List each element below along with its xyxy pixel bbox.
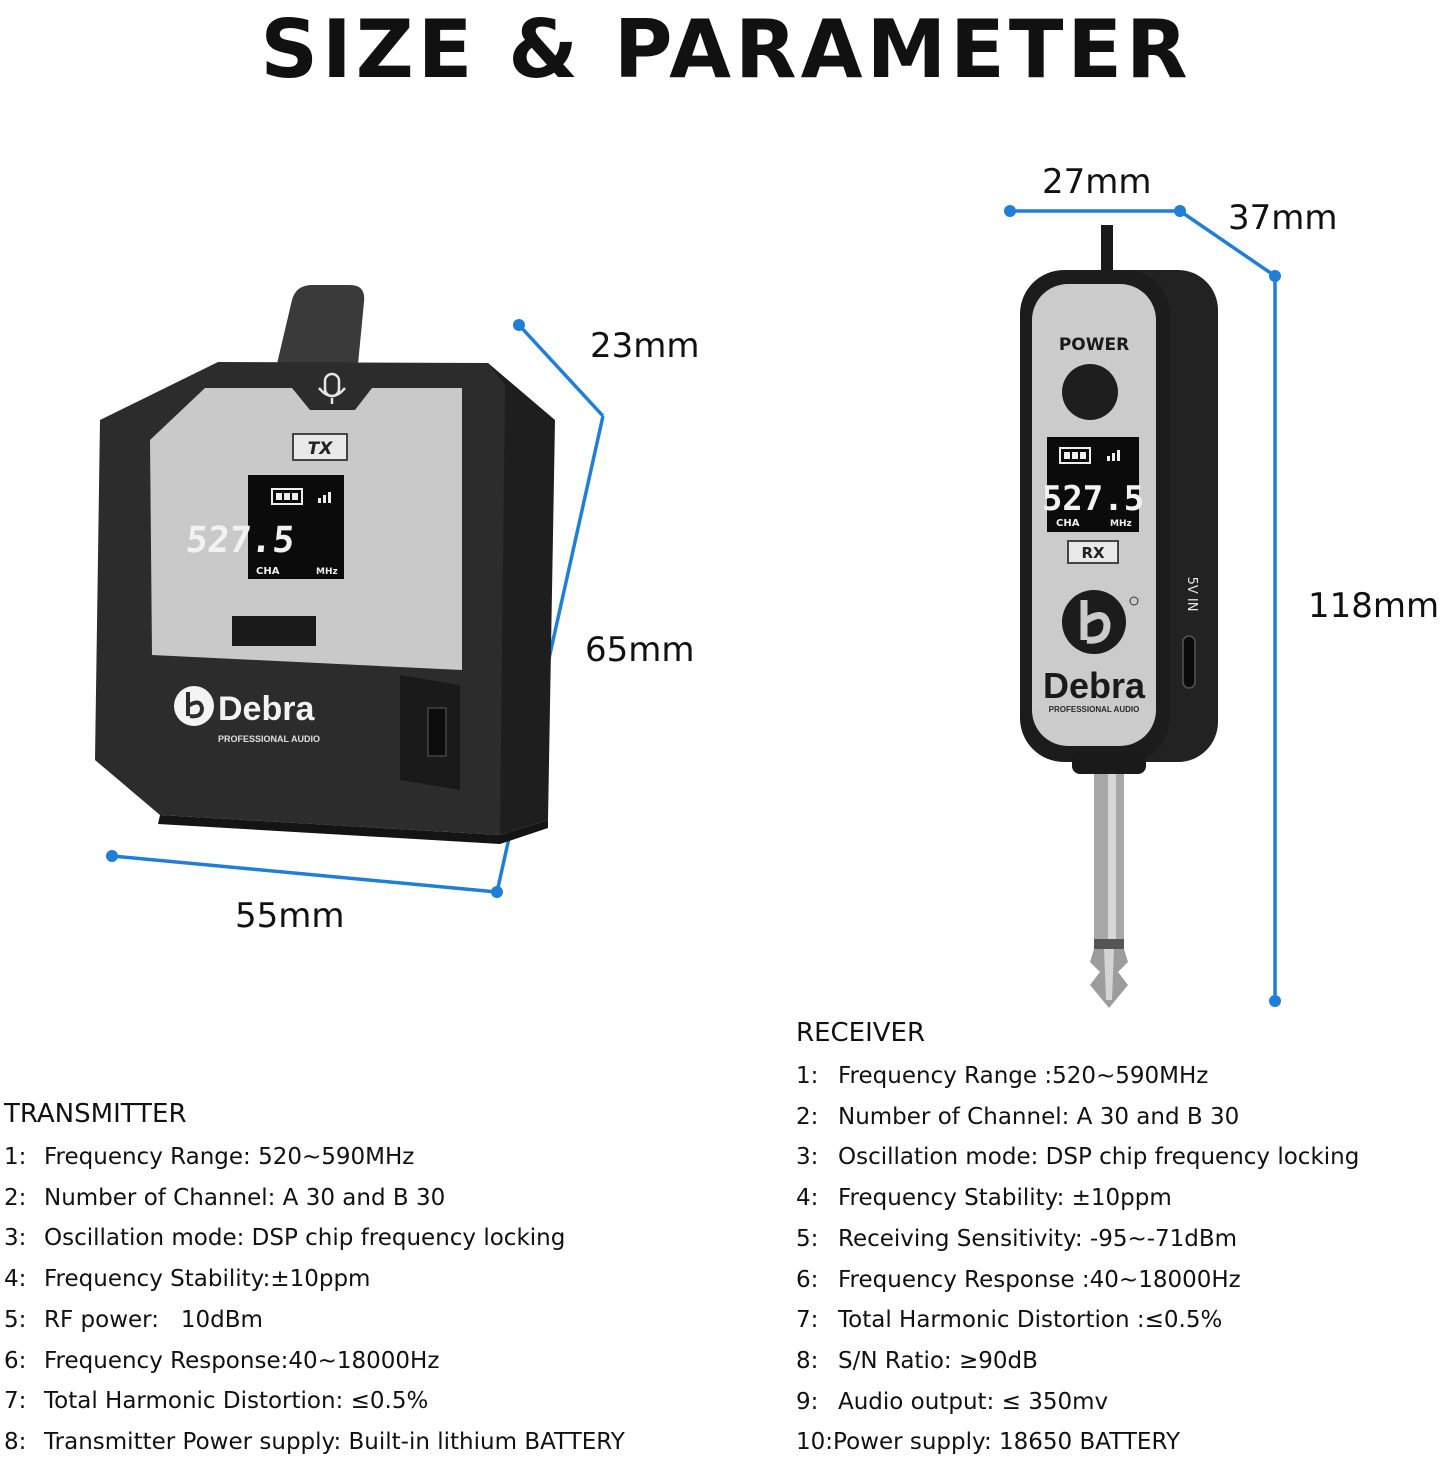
page-title: SIZE & PARAMETER — [260, 3, 1192, 96]
receiver-specs: RECEIVER 1:Frequency Range :520~590MHz 2… — [796, 1016, 1359, 1463]
spec-row: 6:Frequency Response :40~18000Hz — [796, 1266, 1241, 1293]
tx-unit-label: MHz — [316, 567, 338, 577]
microphone-icon — [318, 372, 346, 404]
rx-display — [1047, 437, 1139, 532]
debra-logo-icon — [1062, 590, 1139, 654]
spec-row: 5:RF power: 10dBm — [4, 1306, 263, 1333]
power-button[interactable] — [1062, 364, 1118, 420]
rx-brand: Debra — [1043, 665, 1146, 706]
spec-row: 4:Frequency Stability:±10ppm — [4, 1266, 371, 1293]
spec-row: 8:S/N Ratio: ≥90dB — [796, 1347, 1038, 1374]
rx-power-label: POWER — [1059, 335, 1129, 355]
rx-depth-label: 37mm — [1228, 198, 1338, 238]
spec-row: 5:Receiving Sensitivity: -95~-71dBm — [796, 1225, 1238, 1252]
signal-icon — [318, 492, 331, 503]
spec-row: 10:Power supply: 18650 BATTERY — [796, 1429, 1181, 1456]
rx-channel-label: CHA — [1056, 518, 1080, 529]
receiver-device: POWER 527.5 CHA MHz RX Debra PROFESSIONA… — [1020, 225, 1218, 1008]
tx-width-label: 55mm — [235, 896, 345, 936]
rx-height-label: 118mm — [1308, 586, 1440, 626]
rx-unit-label: MHz — [1110, 519, 1132, 529]
spec-row: 4:Frequency Stability: ±10ppm — [796, 1185, 1172, 1212]
spec-row: 1:Frequency Range: 520~590MHz — [4, 1144, 415, 1170]
spec-row: 7:Total Harmonic Distortion: ≤0.5% — [4, 1388, 429, 1415]
transmitter-specs: TRANSMITTER 1:Frequency Range: 520~590MH… — [4, 1097, 625, 1463]
tx-depth-line — [517, 323, 605, 418]
rx-mode-label: RX — [1081, 544, 1105, 562]
spec-row: 9:Audio output: ≤ 350mv — [796, 1388, 1109, 1415]
tx-mode-label: TX — [308, 439, 334, 459]
tx-height-label: 65mm — [585, 630, 695, 670]
tx-side-switch[interactable] — [427, 707, 447, 757]
rx-brand-sub: PROFESSIONAL AUDIO — [1049, 705, 1140, 714]
tx-brand: Debra — [218, 690, 315, 728]
spec-row: 6:Frequency Response:40~18000Hz — [4, 1347, 440, 1374]
spec-row: 2:Number of Channel: A 30 and B 30 — [796, 1103, 1240, 1130]
transmitter-device: TX 527.5 CHA MHz Debra PROFESSIONAL AUDI… — [95, 285, 555, 844]
tx-frequency-value: 527.5 — [184, 519, 297, 561]
tx-channel-label: CHA — [256, 566, 280, 577]
tx-width-line — [111, 854, 498, 894]
usb-port[interactable] — [1182, 635, 1196, 689]
spec-row: 7:Total Harmonic Distortion :≤0.5% — [796, 1307, 1223, 1334]
tx-button[interactable] — [232, 616, 316, 646]
spec-row: 1:Frequency Range :520~590MHz — [796, 1063, 1209, 1089]
spec-row: 2:Number of Channel: A 30 and B 30 — [4, 1184, 446, 1211]
rx-depth-line — [1179, 209, 1276, 278]
rx-side-label: 5V IN — [1184, 577, 1199, 612]
debra-logo-icon — [174, 686, 214, 726]
spec-row: 3:Oscillation mode: DSP chip frequency l… — [4, 1225, 566, 1252]
transmitter-heading: TRANSMITTER — [4, 1099, 187, 1129]
receiver-heading: RECEIVER — [796, 1018, 926, 1048]
spec-row: 8:Transmitter Power supply: Built-in lit… — [4, 1428, 625, 1455]
rx-width-label: 27mm — [1042, 162, 1152, 202]
rx-frequency-value: 527.5 — [1042, 479, 1144, 519]
spec-row: 3:Oscillation mode: DSP chip frequency l… — [796, 1144, 1360, 1171]
tx-depth-label: 23mm — [590, 326, 700, 366]
tx-brand-sub: PROFESSIONAL AUDIO — [218, 734, 320, 744]
signal-icon — [1107, 450, 1120, 461]
